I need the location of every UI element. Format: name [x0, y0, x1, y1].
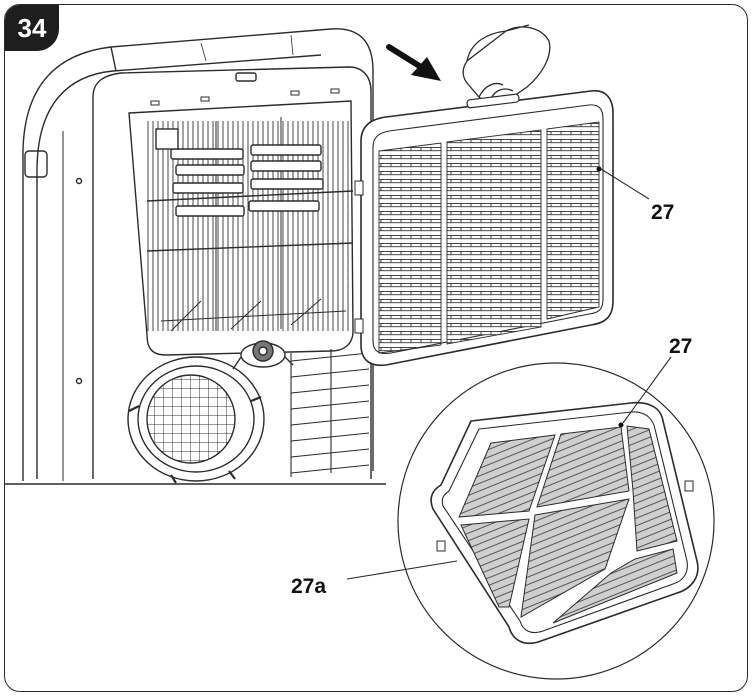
- hand-illustration: [462, 24, 551, 104]
- callout-27-grille: 27: [651, 201, 675, 224]
- callout-27-frame: 27: [669, 335, 693, 358]
- figure-number-badge: 34: [5, 5, 59, 51]
- detail-circle: [397, 362, 715, 680]
- callout-27a-filter: 27a: [291, 575, 327, 598]
- figure-frame: 34 27 27 27a: [4, 4, 748, 692]
- illustration: [5, 24, 715, 680]
- front-grille: [354, 89, 614, 367]
- leader-line-27-detail: [622, 356, 672, 424]
- direction-arrow: [386, 44, 441, 81]
- air-conditioner-unit: [22, 28, 374, 484]
- leader-line-27a: [346, 560, 458, 580]
- leader-line-27: [600, 168, 650, 200]
